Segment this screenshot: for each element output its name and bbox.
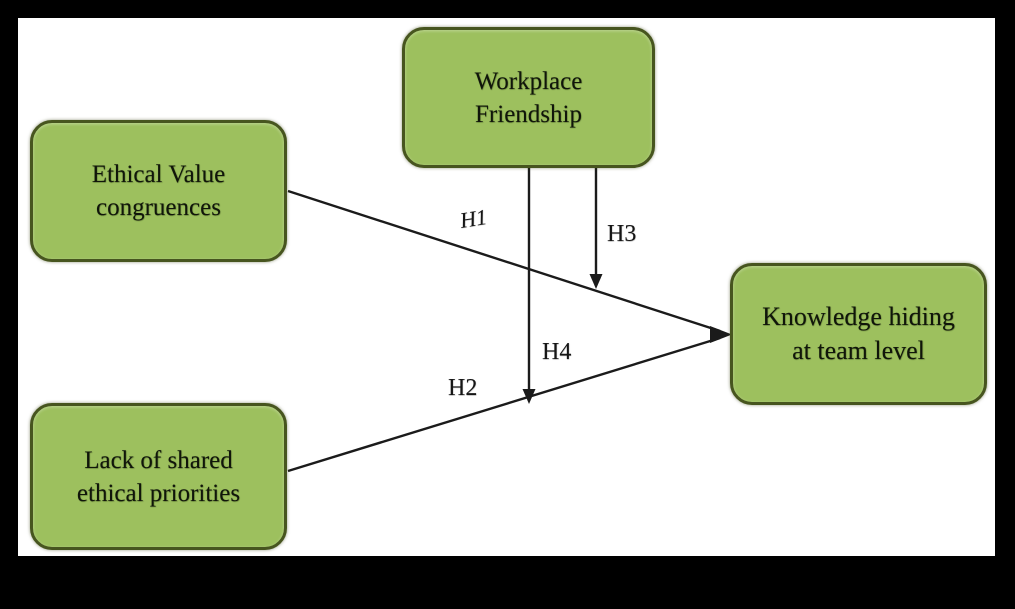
edge-label-h1: H1 xyxy=(458,204,489,233)
edge-label-h3: H3 xyxy=(607,221,637,247)
node-workplace-friendship: Workplace Friendship xyxy=(402,27,655,168)
node-knowledge-hiding-at-team-level: Knowledge hiding at team level xyxy=(730,263,987,405)
node-ethical-value-congruences: Ethical Value congruences xyxy=(30,120,287,262)
node-lack-of-shared-ethical-priorities: Lack of shared ethical priorities xyxy=(30,403,287,550)
edge-label-h2: H2 xyxy=(448,375,478,401)
edge-label-h4: H4 xyxy=(542,339,572,365)
